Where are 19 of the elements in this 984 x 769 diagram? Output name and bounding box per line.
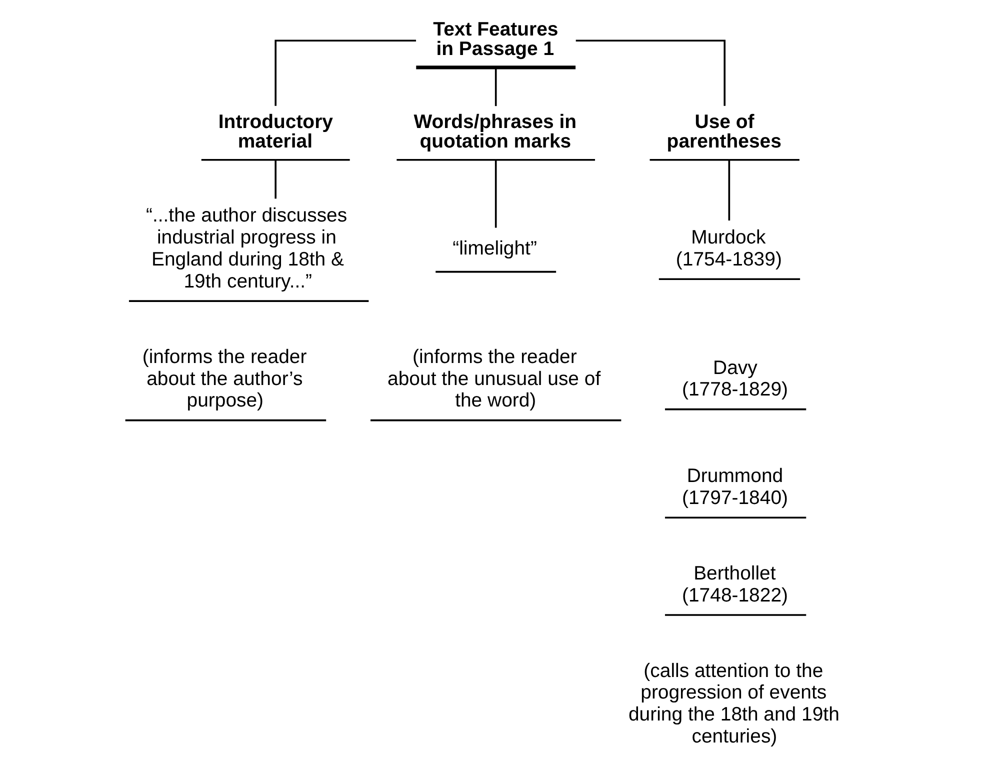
node-text: Berthollet (1748-1822)	[682, 562, 788, 606]
node-text: “limelight”	[452, 237, 536, 260]
connector	[494, 67, 496, 106]
connector	[274, 160, 276, 198]
node-text: Murdock (1754-1839)	[675, 226, 782, 270]
node-text: Words/phrases in quotation marks	[413, 110, 576, 152]
node-text: Davy (1778-1829)	[682, 356, 788, 400]
node-text: Text Features in Passage 1	[432, 18, 558, 60]
node-text: Drummond (1797-1840)	[682, 464, 788, 509]
node-text: (informs the reader about the unusual use of the word)	[387, 345, 600, 412]
node-text: Introductory material	[218, 110, 332, 152]
node-text: (informs the reader about the author’s purpose)	[142, 345, 306, 412]
connector	[494, 160, 496, 228]
node-text: Use of parentheses	[666, 110, 781, 152]
connector	[274, 39, 416, 106]
node-text: “...the author discusses industrial progress in England during 18th & 19th century...”	[146, 204, 347, 292]
node-text: (calls attention to the progression of events during the 18th and 19th centuries)	[628, 659, 839, 748]
connector	[575, 39, 726, 106]
connector	[728, 160, 730, 220]
